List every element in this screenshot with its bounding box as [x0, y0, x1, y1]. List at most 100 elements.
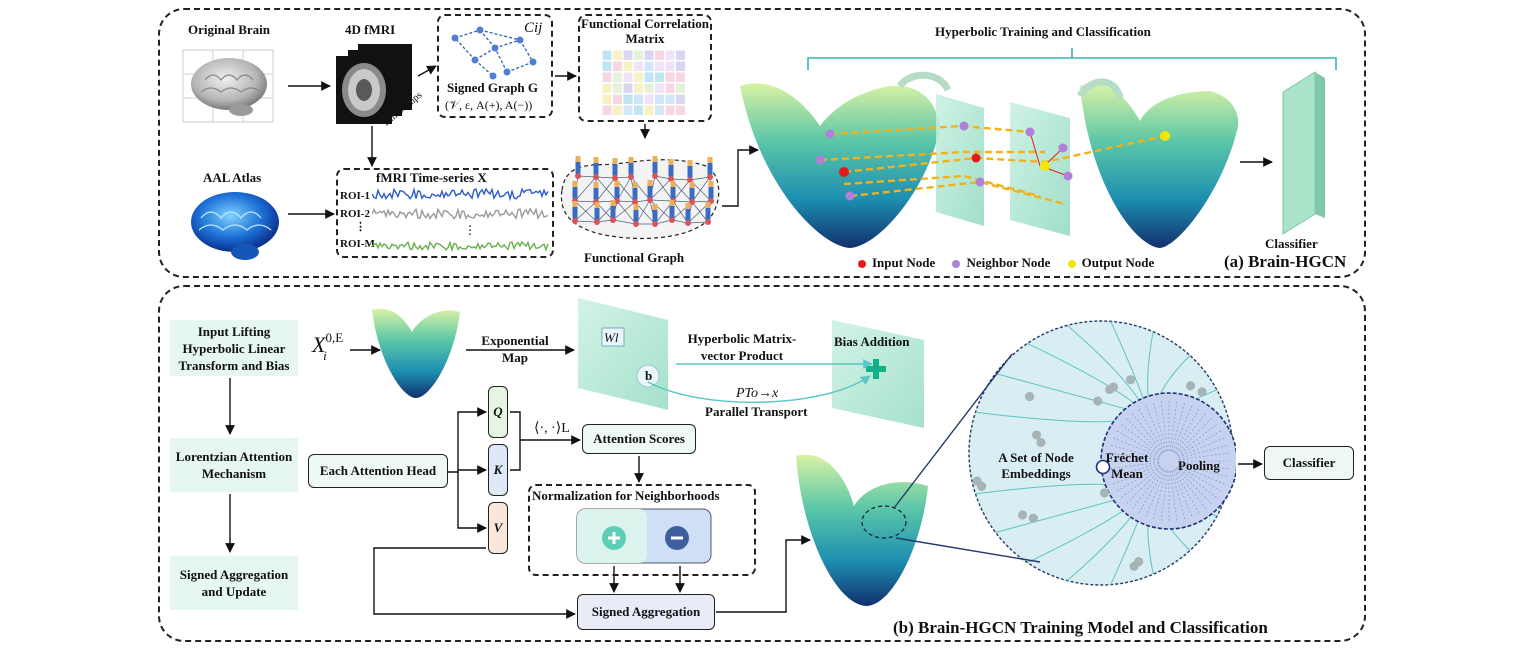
normalization-label: Normalization for Neighborhoods	[532, 488, 720, 503]
fmri-4d-label: 4D fMRI	[345, 22, 396, 37]
func-corr-title: Functional Correlation Matrix	[581, 16, 709, 46]
poincare-disc	[968, 320, 1236, 586]
graph-node	[593, 174, 599, 180]
stage-lorentzian-attention: Lorentzian Attention Mechanism	[170, 438, 298, 492]
time-series-waves: ⋮	[372, 186, 549, 253]
pooling-label: Pooling	[1178, 458, 1220, 473]
embedding-point	[1126, 375, 1136, 385]
bias-addition-label: Bias Addition	[834, 334, 910, 349]
classifier-plane	[1282, 71, 1325, 235]
b-label: b	[645, 368, 653, 383]
classifier-a-label: Classifier	[1265, 236, 1318, 251]
graph-node	[572, 218, 578, 224]
q-vector: Q	[488, 386, 508, 438]
parallel-transport-label: Parallel Transport	[705, 404, 808, 419]
embedding-point	[1134, 557, 1144, 567]
legend-neighbor: Neighbor Node	[952, 255, 1050, 270]
pt-formula: PTo→x	[736, 386, 779, 401]
graph-node	[610, 217, 616, 223]
embedding-point	[1100, 488, 1109, 498]
original-brain-image	[182, 49, 274, 123]
embedding-point	[1186, 381, 1196, 391]
roi-m-label: ROI-M	[340, 238, 375, 250]
embedding-point	[972, 476, 982, 486]
k-vector: K	[488, 444, 508, 496]
signed-graph-title: Signed Graph G	[447, 80, 539, 95]
aal-atlas-label: AAL Atlas	[203, 170, 262, 185]
embedding-point	[1036, 438, 1046, 447]
embedding-point	[1018, 510, 1027, 520]
graph-node	[628, 174, 634, 180]
wl-label: Wl	[604, 330, 619, 345]
graph-node	[632, 199, 638, 205]
graph-node	[633, 221, 639, 227]
correlation-matrix	[602, 50, 686, 116]
embedding-point	[1028, 513, 1038, 523]
graph-node	[647, 197, 653, 203]
graph-node	[669, 217, 675, 223]
time-series-box	[336, 168, 554, 258]
aal-atlas-image	[191, 192, 279, 260]
embedding-point	[1093, 396, 1103, 406]
v-vector: V	[488, 502, 508, 554]
hyperbolic-training-scene	[740, 71, 1239, 248]
panel-b	[158, 285, 1366, 642]
signed-aggregation-box: Signed Aggregation	[577, 594, 715, 630]
graph-node	[668, 176, 674, 182]
signed-graph-network	[451, 26, 537, 80]
legend-input: Input Node	[858, 255, 935, 270]
graph-node	[652, 173, 658, 179]
cij-label: Cij	[524, 20, 543, 36]
roi-dots-label: ⋮	[355, 221, 366, 233]
hyp-matrix-label: Hyperbolic Matrix-vector Product	[687, 331, 797, 363]
bias-plane	[832, 320, 924, 428]
hyperbolic-bowl-small	[372, 308, 460, 398]
panel-a-caption: (a) Brain-HGCN	[1224, 252, 1347, 271]
roi-1-label: ROI-1	[340, 190, 370, 202]
graph-node	[612, 175, 618, 181]
inner-product-label: ⟨·, ·⟩L	[534, 421, 570, 436]
sign-toggle	[576, 508, 712, 564]
hyperbolic-bowl-large	[796, 454, 928, 606]
panel-a	[158, 8, 1366, 278]
graph-node	[575, 173, 581, 179]
signed-graph-box	[437, 14, 553, 118]
graph-node	[685, 220, 691, 226]
legend: Input Node Neighbor Node Output Node	[858, 255, 1154, 271]
func-corr-box	[578, 14, 712, 122]
exp-map-label: Exponential Map	[481, 333, 549, 365]
functional-graph	[560, 156, 720, 240]
classifier-b-box: Classifier	[1264, 446, 1354, 480]
panel-a-arrows	[288, 48, 1337, 219]
normalization-box	[528, 484, 756, 576]
embedding-point	[1108, 382, 1118, 392]
hyperbolic-title: Hyperbolic Training and Classification	[935, 24, 1151, 39]
embedding-point	[1197, 387, 1207, 397]
svg-text:⋮: ⋮	[464, 223, 476, 237]
graph-node	[652, 221, 658, 227]
node-embeddings-label: A Set of Node Embeddings	[998, 450, 1074, 481]
frechet-mean-label: Fréchet Mean	[1105, 450, 1149, 481]
input-variable: X0,Ei	[312, 330, 344, 363]
graph-node	[594, 219, 600, 225]
panel-b-caption: (b) Brain-HGCN Training Model and Classi…	[893, 618, 1268, 637]
signed-graph-formula: (𝒱, ε, A(+), A(−))	[445, 98, 533, 112]
attention-scores: Attention Scores	[582, 424, 696, 454]
frechet-mean-point	[1095, 459, 1111, 475]
legend-output: Output Node	[1067, 255, 1154, 270]
graph-node	[687, 177, 693, 183]
graph-node	[707, 174, 713, 180]
functional-graph-label: Functional Graph	[584, 250, 685, 265]
fmri-4d-stack	[336, 44, 412, 124]
stage-input-lifting: Input Lifting Hyperbolic Linear Transfor…	[170, 320, 298, 376]
graph-node	[705, 219, 711, 225]
stage-signed-aggregation: Signed Aggregation and Update	[170, 556, 298, 610]
time-series-title: fMRI Time-series X	[376, 170, 487, 185]
matrix-cell	[675, 104, 686, 116]
roi-2-label: ROI-2	[340, 208, 370, 220]
tangent-plane	[578, 298, 668, 410]
embedding-point	[1032, 430, 1041, 440]
original-brain-label: Original Brain	[188, 22, 270, 37]
embedding-point	[1025, 392, 1035, 402]
